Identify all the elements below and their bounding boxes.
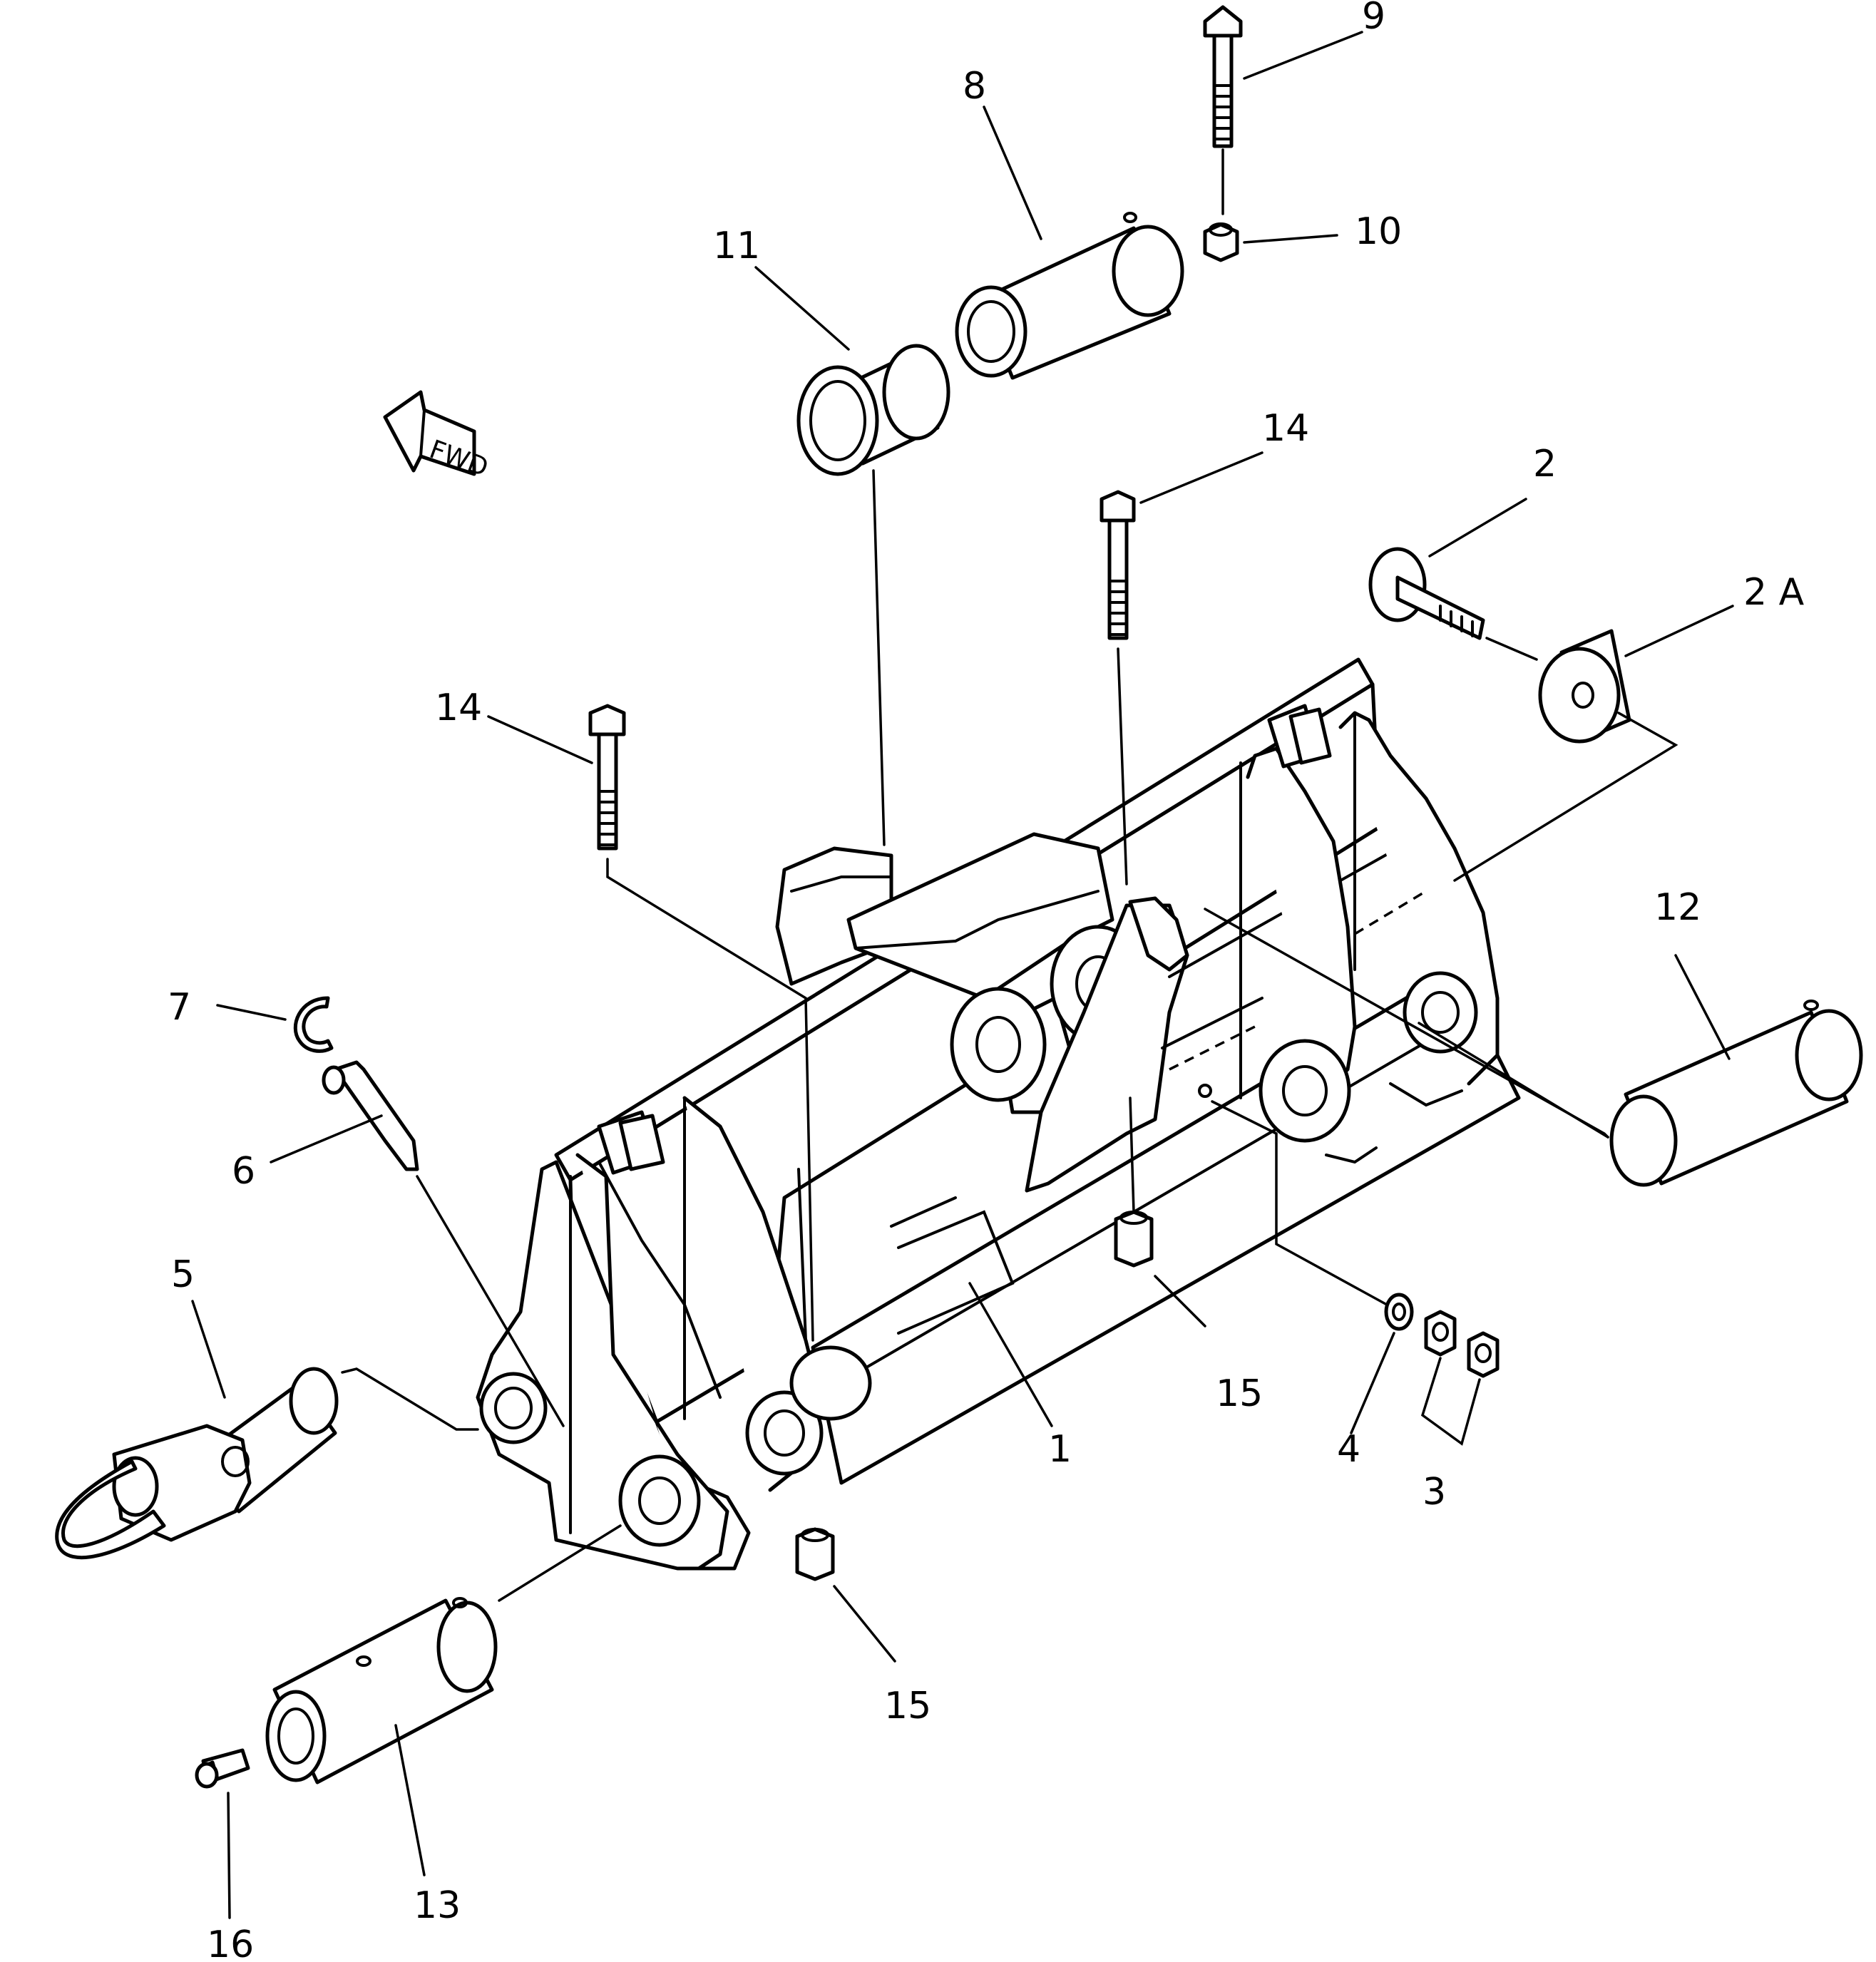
part-11-bushing bbox=[796, 344, 950, 476]
part-13-pin bbox=[265, 1597, 498, 1784]
callout-15-left: 15 bbox=[884, 1685, 931, 1727]
part-5-lock-pin bbox=[55, 1367, 339, 1560]
callout-11: 11 bbox=[713, 225, 760, 267]
callout-13: 13 bbox=[414, 1884, 461, 1927]
callout-10: 10 bbox=[1355, 210, 1402, 253]
callout-1: 1 bbox=[1048, 1428, 1072, 1471]
part-14-bolt-right bbox=[1100, 490, 1136, 640]
part-16-grease-fitting bbox=[195, 1748, 250, 1789]
callout-8: 8 bbox=[963, 65, 986, 108]
callout-2: 2 bbox=[1533, 443, 1557, 486]
part-2-bolt bbox=[1368, 547, 1485, 640]
callout-12: 12 bbox=[1654, 886, 1701, 929]
part-3-nuts bbox=[1424, 1310, 1500, 1378]
callout-7: 7 bbox=[168, 986, 191, 1029]
main-frame-part-1 bbox=[476, 657, 1521, 1571]
part-15-nut-right bbox=[1114, 1210, 1154, 1268]
part-2a-spacer bbox=[1538, 629, 1631, 744]
callout-14-right: 14 bbox=[1262, 407, 1309, 450]
part-10-nut bbox=[1203, 222, 1239, 262]
callout-4: 4 bbox=[1337, 1428, 1360, 1471]
part-14-bolt-left bbox=[588, 704, 626, 851]
callout-14-left: 14 bbox=[435, 687, 482, 729]
forward-direction-arrow-icon: FWD bbox=[383, 390, 492, 483]
part-12-pin bbox=[1609, 1000, 1863, 1187]
callout-6: 6 bbox=[232, 1150, 255, 1193]
callout-3: 3 bbox=[1423, 1471, 1446, 1514]
part-15-nut-left bbox=[795, 1527, 835, 1581]
callout-5: 5 bbox=[171, 1253, 195, 1296]
part-7-snap-ring bbox=[293, 996, 334, 1053]
callout-2a: 2 A bbox=[1743, 571, 1805, 614]
callout-9: 9 bbox=[1362, 0, 1385, 38]
part-8-pin bbox=[955, 212, 1184, 380]
part-4-washer bbox=[1384, 1293, 1414, 1331]
callout-16: 16 bbox=[207, 1924, 254, 1962]
callout-labels: 9 8 10 11 14 2 2 A 14 12 7 6 5 1 15 4 3 … bbox=[168, 0, 1805, 1962]
callout-15-right: 15 bbox=[1216, 1372, 1263, 1415]
part-6-arm bbox=[322, 1060, 419, 1171]
part-9-bolt bbox=[1203, 5, 1243, 148]
leader-lines bbox=[191, 31, 1734, 1919]
